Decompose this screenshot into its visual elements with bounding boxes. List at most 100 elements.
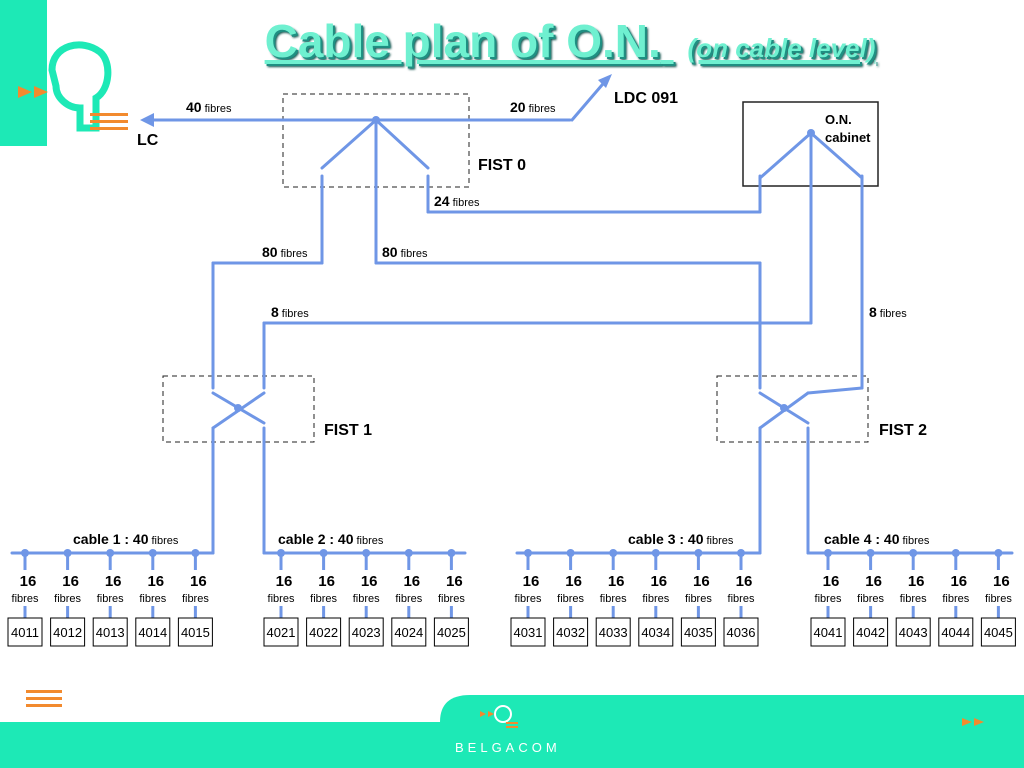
lc-label: LC bbox=[137, 132, 159, 149]
branch-fibre-count: 16 bbox=[565, 573, 582, 590]
terminal-box-id: 4013 bbox=[96, 625, 125, 640]
terminal-box-id: 4015 bbox=[181, 625, 210, 640]
branch-dot bbox=[651, 549, 660, 557]
terminal-box-id: 4023 bbox=[352, 625, 381, 640]
terminal-box bbox=[810, 617, 846, 647]
footer-arrows-icon bbox=[962, 718, 984, 726]
terminal-box bbox=[980, 617, 1016, 647]
terminal-box-id: 4025 bbox=[437, 625, 466, 640]
branch-fibre-count: 16 bbox=[736, 573, 753, 590]
branch-dot bbox=[106, 549, 115, 557]
branch-dot bbox=[319, 549, 328, 557]
branch-fibre-count: 16 bbox=[105, 573, 122, 590]
branch-fibre-word: fibres bbox=[515, 593, 542, 605]
branch-dot bbox=[609, 549, 618, 557]
branch-fibre-word: fibres bbox=[310, 593, 337, 605]
fist1-box bbox=[162, 375, 315, 443]
footer-left-lines-icon bbox=[26, 690, 62, 707]
terminal-box bbox=[510, 617, 546, 647]
branch-fibre-word: fibres bbox=[557, 593, 584, 605]
page-title: Cable plan of O.N. (on cable level) bbox=[0, 14, 1024, 68]
branch-dot bbox=[21, 549, 29, 557]
branch-dot bbox=[277, 549, 285, 557]
count-bg bbox=[511, 570, 545, 606]
branch-fibre-word: fibres bbox=[985, 593, 1012, 605]
branch-fibre-count: 16 bbox=[993, 573, 1010, 590]
terminal-box bbox=[433, 617, 469, 647]
branch-fibre-word: fibres bbox=[900, 593, 927, 605]
branch-fibre-count: 16 bbox=[318, 573, 335, 590]
count-bg bbox=[638, 570, 673, 606]
branch-dot bbox=[737, 549, 745, 557]
branch-fibre-word: fibres bbox=[857, 593, 884, 605]
terminal-box bbox=[263, 617, 299, 647]
branch-fibre-word: fibres bbox=[12, 593, 39, 605]
branch-dot bbox=[63, 549, 72, 557]
count-bg bbox=[50, 570, 85, 606]
count-bg bbox=[681, 570, 716, 606]
ldc-label: LDC 091 bbox=[614, 90, 678, 107]
branch-fibre-count: 16 bbox=[190, 573, 207, 590]
belgacom-head-logo bbox=[18, 41, 128, 132]
lc-arrow-head bbox=[140, 113, 154, 127]
terminal-box-id: 4024 bbox=[394, 625, 423, 640]
count-bg bbox=[811, 570, 845, 606]
branch-dot bbox=[524, 549, 532, 557]
ldc-arrow-head bbox=[598, 74, 612, 88]
count-bg bbox=[896, 570, 931, 606]
count-bg bbox=[135, 570, 170, 606]
branch-dot bbox=[447, 549, 456, 557]
branch-fibre-count: 16 bbox=[361, 573, 378, 590]
terminal-box bbox=[7, 617, 43, 647]
branch-fibre-word: fibres bbox=[97, 593, 124, 605]
count-bg bbox=[391, 570, 426, 606]
branch-fibre-word: fibres bbox=[438, 593, 465, 605]
count-bg bbox=[938, 570, 973, 606]
branch-dot bbox=[866, 549, 875, 557]
branch-fibre-count: 16 bbox=[403, 573, 420, 590]
terminal-box-id: 4036 bbox=[727, 625, 756, 640]
count-bg bbox=[93, 570, 128, 606]
count-bg bbox=[178, 570, 213, 606]
title-sub: (on cable level) bbox=[687, 33, 876, 63]
footer-small-logo-icon bbox=[480, 705, 518, 728]
count-bg bbox=[724, 570, 758, 606]
branch-fibre-word: fibres bbox=[182, 593, 209, 605]
terminal-box bbox=[938, 617, 974, 647]
branch-fibre-word: fibres bbox=[600, 593, 627, 605]
branch-dot bbox=[148, 549, 157, 557]
branch-fibre-count: 16 bbox=[446, 573, 463, 590]
terminal-box bbox=[723, 617, 759, 647]
count-bg bbox=[8, 570, 42, 606]
terminal-box-id: 4021 bbox=[267, 625, 296, 640]
terminal-box bbox=[680, 617, 716, 647]
terminal-box bbox=[306, 617, 342, 647]
branch-dot bbox=[951, 549, 960, 557]
terminal-box bbox=[348, 617, 384, 647]
fist0-label: FIST 0 bbox=[478, 157, 526, 174]
terminal-box bbox=[638, 617, 674, 647]
branch-fibre-count: 16 bbox=[823, 573, 840, 590]
branch-dot bbox=[994, 549, 1003, 557]
terminal-box bbox=[895, 617, 931, 647]
branch-fibre-word: fibres bbox=[139, 593, 166, 605]
footer bbox=[0, 690, 1024, 768]
terminal-box-id: 4044 bbox=[941, 625, 970, 640]
terminal-box-id: 4034 bbox=[641, 625, 670, 640]
terminal-box bbox=[853, 617, 889, 647]
branch-fibre-count: 16 bbox=[523, 573, 540, 590]
count-bg bbox=[553, 570, 588, 606]
terminal-box-id: 4043 bbox=[899, 625, 928, 640]
branch-dot bbox=[404, 549, 413, 557]
branch-dot bbox=[909, 549, 918, 557]
brand-name: BELGACOM bbox=[455, 740, 561, 755]
on-cabinet-label: O.N. bbox=[825, 112, 852, 127]
branch-fibre-word: fibres bbox=[395, 593, 422, 605]
terminal-box-id: 4033 bbox=[599, 625, 628, 640]
